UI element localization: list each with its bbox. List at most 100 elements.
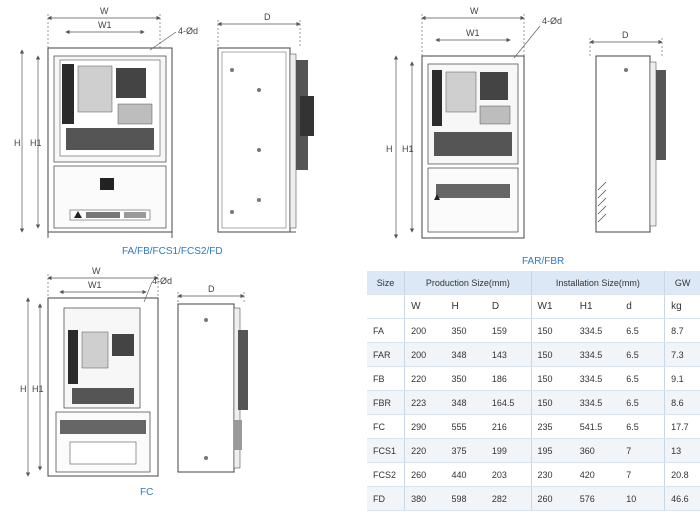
d-subheader: D xyxy=(485,294,532,319)
cell-w: 220 xyxy=(404,366,446,391)
cell-d: 203 xyxy=(485,462,532,487)
spec-table: Size Production Size(mm) Installation Si… xyxy=(367,271,700,511)
fa-holes-label: 4-Ød xyxy=(178,26,198,36)
cell-hole-d: 7 xyxy=(620,438,666,463)
production-size-header: Production Size(mm) xyxy=(404,271,532,295)
cell-hole-d: 10 xyxy=(620,486,666,511)
cell-size: FAR xyxy=(367,342,406,367)
cell-w1: 150 xyxy=(531,390,574,415)
cell-gw: 17.7 xyxy=(664,414,700,439)
cell-gw: 20.8 xyxy=(664,462,700,487)
cell-w1: 150 xyxy=(531,318,574,343)
fa-side-view xyxy=(217,20,314,233)
h-subheader: H xyxy=(445,294,486,319)
cell-size: FA xyxy=(367,318,406,343)
far-h1-label: H1 xyxy=(402,144,414,154)
cell-d: 282 xyxy=(485,486,532,511)
cell-h: 350 xyxy=(445,318,486,343)
fc-holes-label: 4-Ød xyxy=(152,276,172,286)
fc-w-label: W xyxy=(92,266,101,276)
far-w-label: W xyxy=(470,6,479,16)
spec-sub-header-row: W H D W1 H1 d kg xyxy=(367,294,700,319)
fa-h1-label: H1 xyxy=(30,138,42,148)
cell-h1: 360 xyxy=(573,438,621,463)
cell-hole-d: 6.5 xyxy=(620,342,666,367)
cell-gw: 46.6 xyxy=(664,486,700,511)
fa-d-label: D xyxy=(264,12,271,22)
cell-w: 290 xyxy=(404,414,446,439)
cell-h: 348 xyxy=(445,342,486,367)
cell-d: 164.5 xyxy=(485,390,532,415)
cell-gw: 7.3 xyxy=(664,342,700,367)
cell-h1: 334.5 xyxy=(573,318,621,343)
cell-w1: 150 xyxy=(531,366,574,391)
cell-w: 200 xyxy=(404,318,446,343)
fc-group-caption: FC xyxy=(140,487,154,498)
cell-hole-d: 6.5 xyxy=(620,366,666,391)
installation-size-header: Installation Size(mm) xyxy=(531,271,666,295)
hole-d-subheader: d xyxy=(620,294,666,319)
cell-w: 200 xyxy=(404,342,446,367)
w1-subheader: W1 xyxy=(531,294,574,319)
cell-w1: 260 xyxy=(531,486,574,511)
cell-d: 159 xyxy=(485,318,532,343)
cell-w: 260 xyxy=(404,462,446,487)
cell-size: FCS2 xyxy=(367,462,406,487)
cell-h1: 334.5 xyxy=(573,366,621,391)
size-subheader xyxy=(367,294,406,319)
cell-h1: 576 xyxy=(573,486,621,511)
size-header: Size xyxy=(367,271,406,295)
cell-h1: 541.5 xyxy=(573,414,621,439)
cell-size: FBR xyxy=(367,390,406,415)
fc-side-view xyxy=(177,292,248,473)
cell-w1: 235 xyxy=(531,414,574,439)
cell-size: FC xyxy=(367,414,406,439)
spec-group-header-row: Size Production Size(mm) Installation Si… xyxy=(367,271,700,295)
cell-size: FD xyxy=(367,486,406,511)
cell-w1: 230 xyxy=(531,462,574,487)
cell-w: 380 xyxy=(404,486,446,511)
fc-h-label: H xyxy=(20,384,27,394)
cell-h: 375 xyxy=(445,438,486,463)
fa-group-caption: FA/FB/FCS1/FCS2/FD xyxy=(122,246,223,257)
cell-h: 348 xyxy=(445,390,486,415)
cell-size: FCS1 xyxy=(367,438,406,463)
fc-w1-label: W1 xyxy=(88,280,102,290)
w-subheader: W xyxy=(404,294,446,319)
cell-w: 223 xyxy=(404,390,446,415)
cell-hole-d: 6.5 xyxy=(620,390,666,415)
far-holes-label: 4-Ød xyxy=(542,16,562,26)
far-group-caption: FAR/FBR xyxy=(522,256,565,267)
h1-subheader: H1 xyxy=(573,294,621,319)
cell-size: FB xyxy=(367,366,406,391)
cell-gw: 8.6 xyxy=(664,390,700,415)
gw-header: GW xyxy=(664,271,700,295)
fa-h-label: H xyxy=(14,138,21,148)
cell-hole-d: 6.5 xyxy=(620,318,666,343)
far-w1-label: W1 xyxy=(466,28,480,38)
fa-w-label: W xyxy=(100,6,109,16)
cell-gw: 13 xyxy=(664,438,700,463)
cell-gw: 8.7 xyxy=(664,318,700,343)
cell-h1: 334.5 xyxy=(573,342,621,367)
cell-d: 199 xyxy=(485,438,532,463)
cell-hole-d: 7 xyxy=(620,462,666,487)
cell-w1: 150 xyxy=(531,342,574,367)
fa-w1-label: W1 xyxy=(98,20,112,30)
far-side-view xyxy=(589,38,666,233)
cell-h1: 334.5 xyxy=(573,390,621,415)
kg-subheader: kg xyxy=(664,294,700,319)
cell-d: 216 xyxy=(485,414,532,439)
cell-h: 555 xyxy=(445,414,486,439)
cell-h1: 420 xyxy=(573,462,621,487)
cell-d: 143 xyxy=(485,342,532,367)
